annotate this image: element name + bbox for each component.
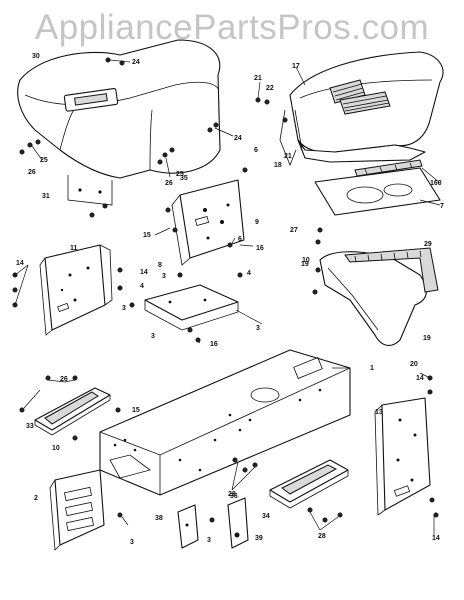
callout-14: 14 (16, 260, 24, 267)
callout-10: 10 (302, 257, 310, 264)
fender-part (17, 39, 221, 206)
bracket-part (177, 497, 249, 549)
callout-3: 3 (122, 305, 126, 312)
callout-30: 30 (32, 53, 40, 60)
callout-14: 14 (432, 535, 440, 542)
callout-29: 29 (424, 241, 432, 248)
callout-15: 15 (132, 407, 140, 414)
callout-20: 20 (410, 361, 418, 368)
right-side-panel-part (374, 397, 431, 516)
callout-14: 14 (416, 375, 424, 382)
callout-16: 16 (210, 341, 218, 348)
callout-31: 31 (42, 193, 50, 200)
callout-160: 160 (430, 180, 442, 187)
callout-10: 10 (52, 445, 60, 452)
callout-8: 8 (158, 262, 162, 269)
left-side-panel-part (39, 244, 113, 336)
callout-3: 3 (151, 333, 155, 340)
callout-13: 13 (375, 409, 383, 416)
callout-27: 27 (290, 227, 298, 234)
callout-25: 25 (40, 157, 48, 164)
hardware-fasteners (12, 57, 439, 523)
hood-part (279, 51, 444, 167)
callout-9: 9 (255, 219, 259, 226)
right-footrest-part (269, 459, 349, 509)
callout-28: 28 (318, 533, 326, 540)
callout-7: 7 (440, 203, 444, 210)
callout-19: 19 (423, 335, 431, 342)
leader-lines (14, 59, 441, 537)
callout-38: 38 (155, 515, 163, 522)
lower-left-panel-part (49, 469, 105, 551)
callout-33: 33 (26, 423, 34, 430)
grille-plate-part (314, 159, 441, 216)
callout-15: 15 (143, 232, 151, 239)
callout-26: 26 (60, 376, 68, 383)
callout-3: 3 (162, 273, 166, 280)
callout-3: 3 (130, 539, 134, 546)
callout-14: 14 (140, 269, 148, 276)
callout-39: 39 (255, 535, 263, 542)
callout-24: 24 (234, 135, 242, 142)
callout-2: 2 (34, 495, 38, 502)
callout-18: 18 (274, 162, 282, 169)
callout-3: 3 (207, 537, 211, 544)
callout-34: 34 (262, 513, 270, 520)
callout-6: 6 (254, 147, 258, 154)
callout-36: 36 (230, 493, 238, 500)
callout-1: 1 (370, 365, 374, 372)
callout-4: 4 (140, 283, 144, 290)
callout-11: 11 (70, 245, 78, 252)
callout-26: 26 (28, 169, 36, 176)
callout-17: 17 (292, 63, 300, 70)
callout-4: 4 (247, 270, 251, 277)
callout-21: 21 (284, 153, 292, 160)
callout-28: 28 (228, 491, 236, 498)
callout-3: 3 (256, 325, 260, 332)
callout-26: 26 (165, 180, 173, 187)
callout-35: 35 (180, 175, 188, 182)
callout-22: 22 (266, 85, 274, 92)
callout-25: 25 (176, 171, 184, 178)
front-bumper-part (319, 247, 439, 346)
floor-plate-part (144, 284, 239, 331)
dash-panel-part (171, 179, 245, 266)
callout-6: 6 (238, 236, 242, 243)
callout-21: 21 (254, 75, 262, 82)
callout-16: 16 (256, 245, 264, 252)
left-footrest-part (34, 387, 111, 436)
callout-24: 24 (132, 59, 140, 66)
callout-19: 19 (301, 261, 309, 268)
callout-labels: 1 2 3 3 3 3 3 3 4 4 6 6 7 8 9 10 10 11 1… (16, 53, 444, 546)
